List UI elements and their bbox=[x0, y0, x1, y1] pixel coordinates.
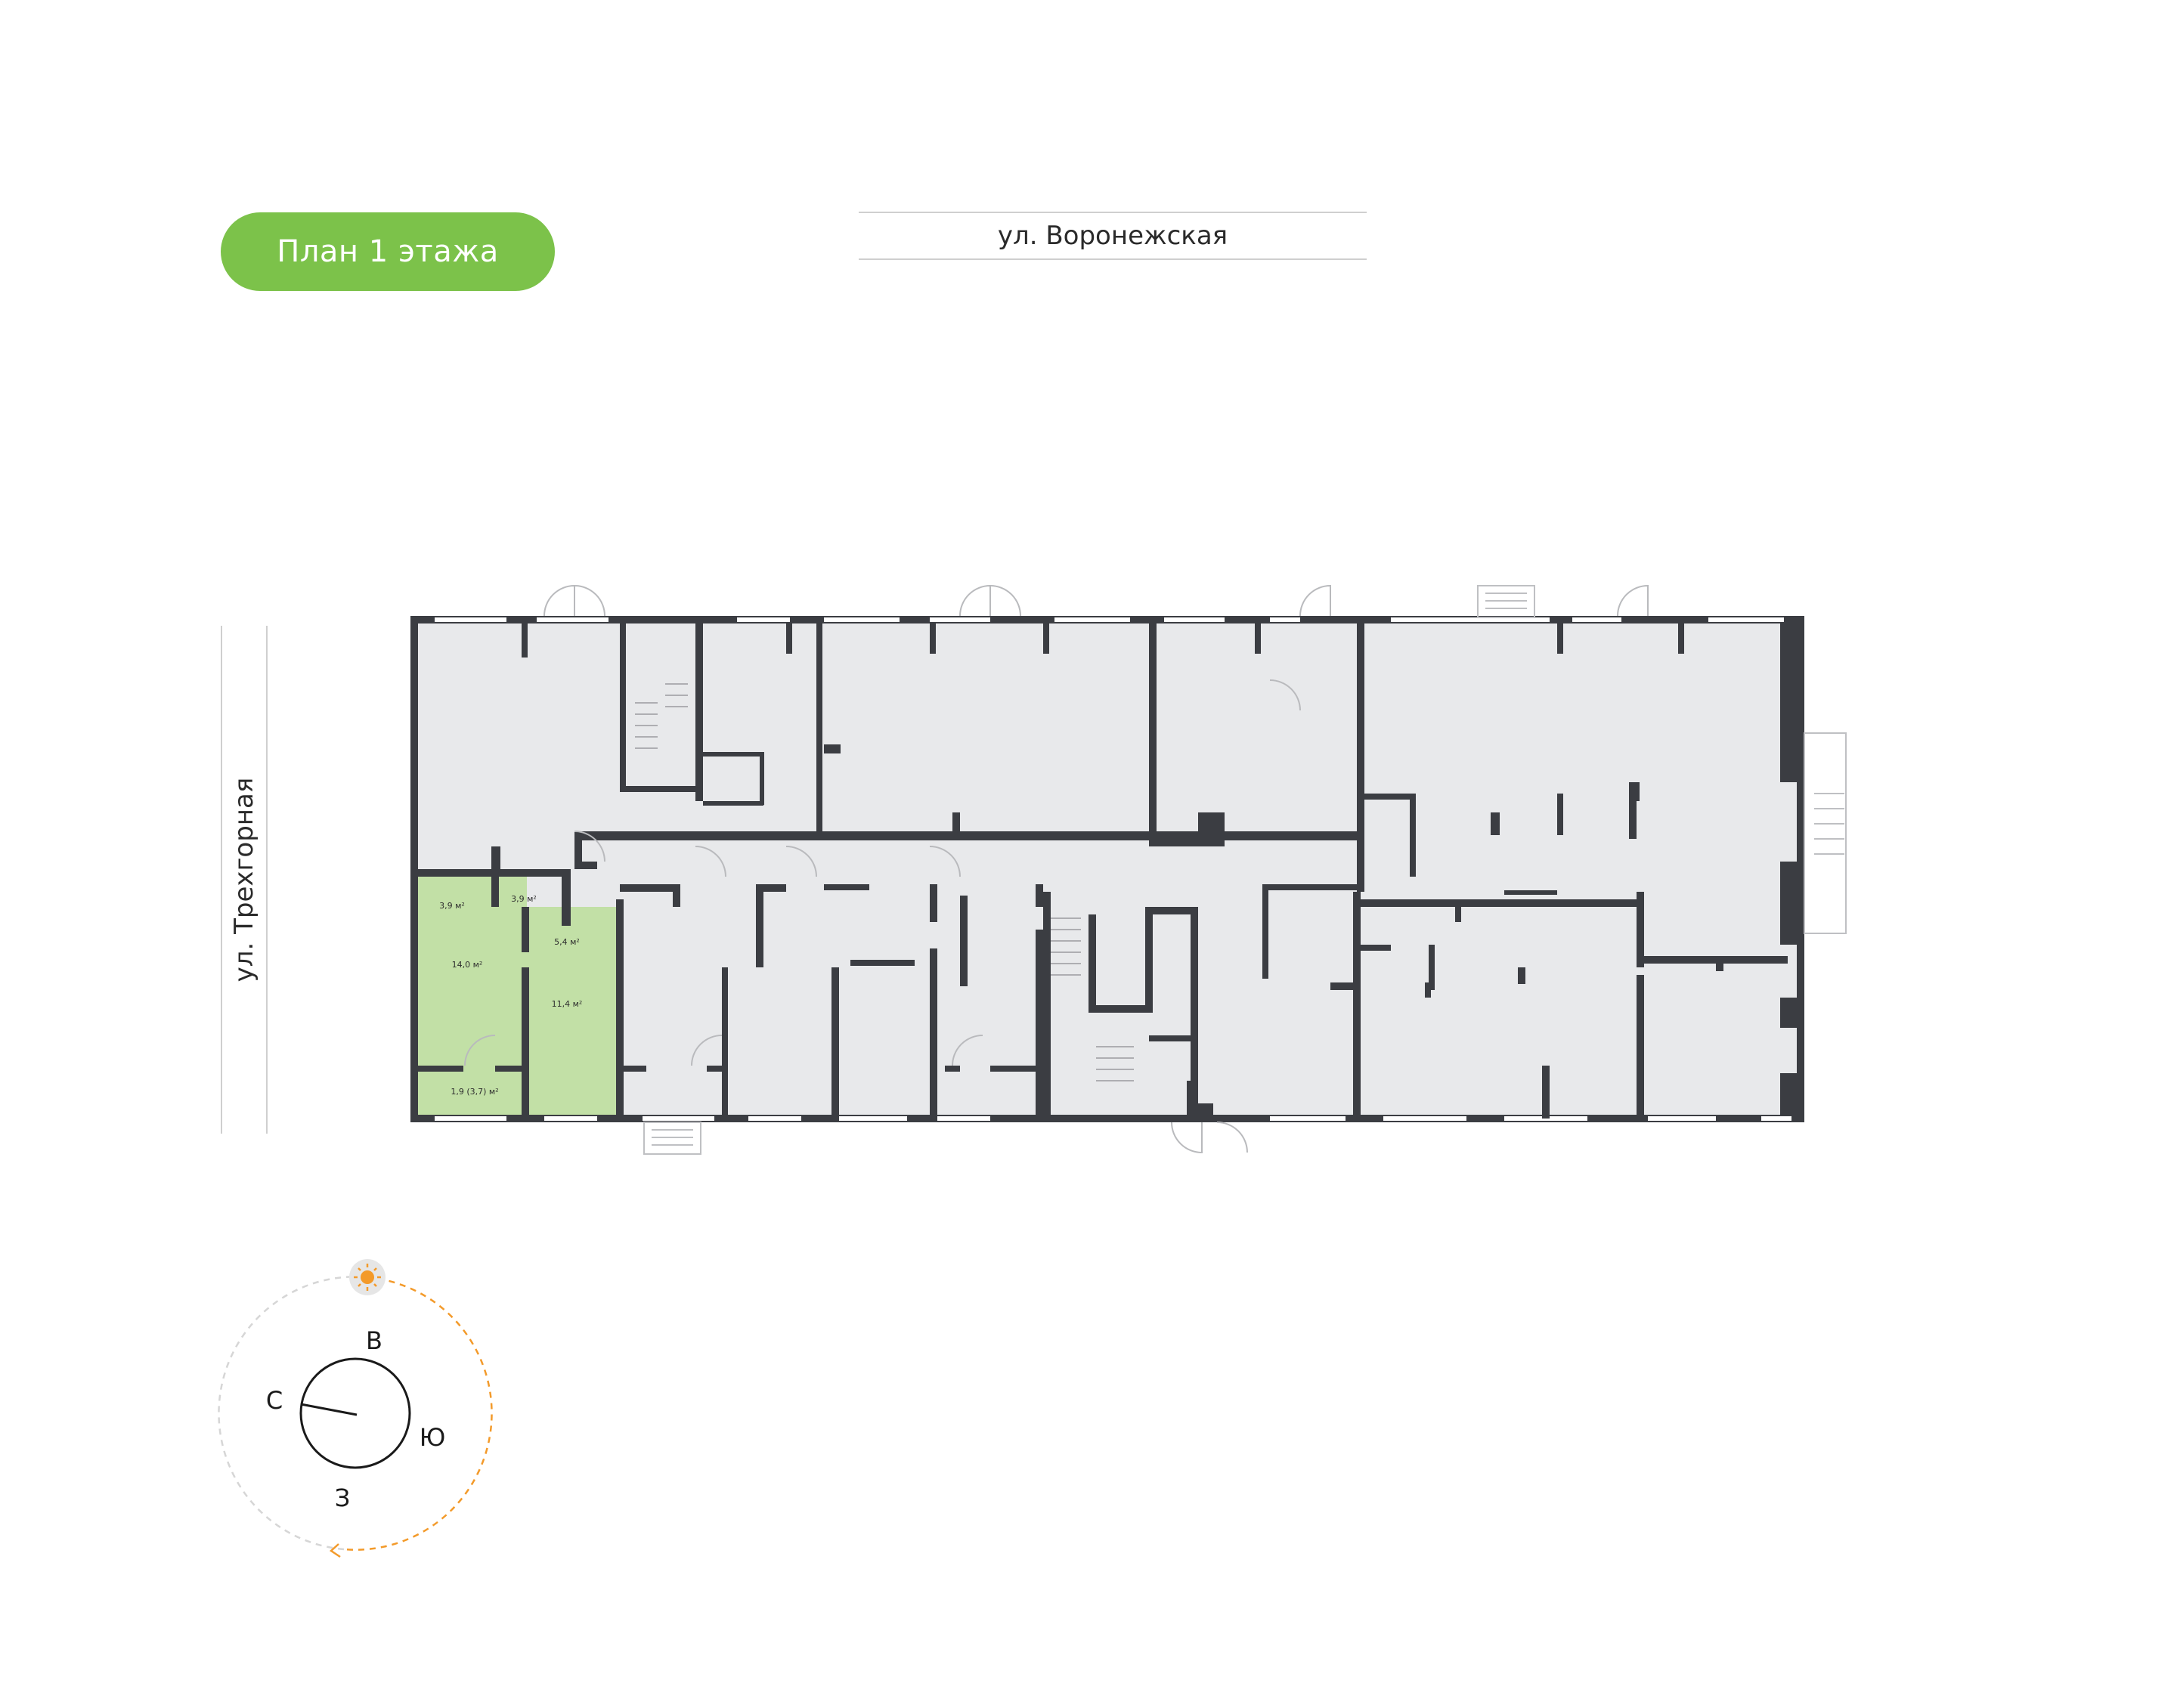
room-area-bedroom: 11,4 м² bbox=[552, 999, 583, 1009]
apartment-labels: 3,9 м² 3,9 м² 5,4 м² 14,0 м² 11,4 м² 1,9… bbox=[439, 894, 582, 1097]
room-area-bath-right: 3,9 м² bbox=[511, 894, 537, 904]
compass-south: Ю bbox=[419, 1423, 446, 1452]
room-area-balcony: 1,9 (3,7) м² bbox=[451, 1087, 498, 1097]
room-area-bath-left: 3,9 м² bbox=[439, 901, 465, 911]
compass-north: С bbox=[265, 1386, 283, 1415]
door-swings bbox=[464, 584, 1649, 1154]
compass-dial bbox=[299, 1357, 411, 1469]
street-top-label: ул. Воронежская bbox=[997, 221, 1228, 251]
entrance-elements bbox=[643, 585, 1847, 1155]
street-left: ул. Трехгорная bbox=[221, 626, 268, 1134]
compass-graphic bbox=[218, 1259, 493, 1558]
floor-title-text: План 1 этажа bbox=[277, 234, 499, 269]
stairs bbox=[635, 683, 1134, 1081]
room-area-hall: 5,4 м² bbox=[554, 937, 580, 947]
apartment-highlight[interactable] bbox=[417, 874, 622, 1115]
compass-needle bbox=[300, 1403, 358, 1416]
compass-west: З bbox=[334, 1484, 351, 1512]
interior-walls bbox=[418, 623, 1797, 1119]
windows-top bbox=[435, 617, 1784, 622]
room-area-living: 14,0 м² bbox=[452, 960, 483, 970]
sun-icon bbox=[349, 1259, 386, 1295]
compass-east: В bbox=[366, 1326, 382, 1355]
street-top: ул. Воронежская bbox=[859, 212, 1367, 260]
floor-title-badge: План 1 этажа bbox=[221, 212, 555, 291]
compass: В С Ю З bbox=[197, 1247, 514, 1572]
